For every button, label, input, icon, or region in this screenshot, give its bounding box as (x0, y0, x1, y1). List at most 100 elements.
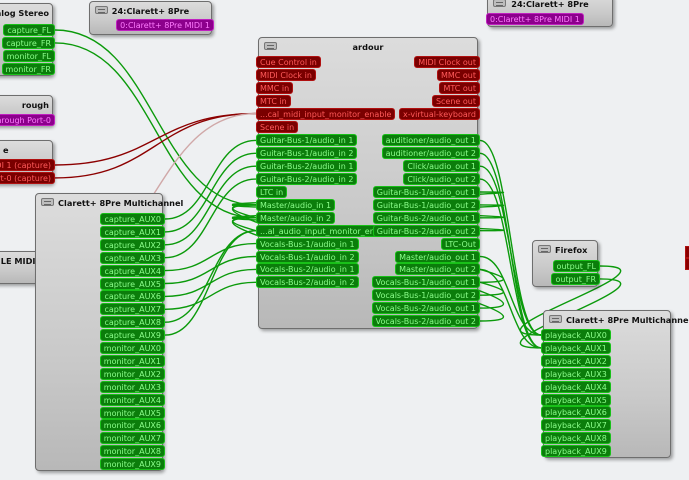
port-playback-aux5[interactable]: playback_AUX5 (541, 393, 611, 406)
port-ltc-out[interactable]: LTC-Out (441, 237, 480, 250)
port-click-audio-out-1[interactable]: Click/audio_out 1 (403, 160, 480, 173)
connection-wire[interactable] (164, 229, 257, 323)
connection-wire[interactable] (164, 268, 257, 298)
port-guitar-bus-2-audio-out-1[interactable]: Guitar-Bus-2/audio_out 1 (372, 211, 480, 224)
port-guitar-bus-1-audio-in-1[interactable]: Guitar-Bus-1/audio_in 1 (256, 134, 358, 147)
connection-wire[interactable] (54, 112, 257, 179)
port-midi-clock-out[interactable]: MIDI Clock out (414, 56, 480, 68)
port-monitor-aux9[interactable]: monitor_AUX9 (99, 458, 165, 471)
connection-wire[interactable] (164, 229, 257, 336)
port-monitor-aux3[interactable]: monitor_AUX3 (99, 380, 165, 393)
port-monitor-fr[interactable]: monitor_FR (1, 62, 55, 75)
port-capture-aux1[interactable]: capture_AUX1 (100, 225, 165, 238)
port-port-0-capture[interactable]: Port-0 (capture) (0, 171, 55, 184)
port-vocals-bus-2-audio-out-1[interactable]: Vocals-Bus-2/audio_out 1 (371, 302, 480, 315)
port-capture-aux9[interactable]: capture_AUX9 (100, 329, 165, 342)
port-monitor-aux4[interactable]: monitor_AUX4 (99, 393, 165, 406)
port-guitar-bus-1-audio-in-2[interactable]: Guitar-Bus-1/audio_in 2 (256, 147, 358, 160)
port-playback-aux4[interactable]: playback_AUX4 (541, 380, 611, 393)
port-monitor-aux8[interactable]: monitor_AUX8 (99, 445, 165, 458)
port-master-audio-in-2[interactable]: Master/audio_in 2 (256, 211, 336, 224)
port-monitor-aux0[interactable]: monitor_AUX0 (99, 342, 165, 354)
port-vocals-bus-1-audio-out-2[interactable]: Vocals-Bus-1/audio_out 2 (371, 289, 480, 302)
port-capture-aux3[interactable]: capture_AUX3 (100, 251, 165, 264)
port-master-audio-out-1[interactable]: Master/audio_out 1 (395, 250, 480, 263)
port-through-port-0[interactable]: Through Port-0 (0, 114, 55, 126)
connection-wire[interactable] (54, 42, 257, 219)
port-monitor-fl[interactable]: monitor_FL (2, 49, 55, 62)
port-playback-aux2[interactable]: playback_AUX2 (541, 354, 611, 367)
port-master-audio-out-2[interactable]: Master/audio_out 2 (395, 263, 480, 276)
port-mmc-in[interactable]: MMC in (256, 81, 294, 94)
connection-wire[interactable] (164, 152, 257, 233)
port-playback-aux9[interactable]: playback_AUX9 (541, 445, 611, 458)
port-output-fl[interactable]: output_FL (552, 260, 600, 272)
port-guitar-bus-2-audio-in-2[interactable]: Guitar-Bus-2/audio_in 2 (256, 173, 358, 186)
port-click-audio-out-2[interactable]: Click/audio_out 2 (403, 173, 480, 186)
port-midi-clock-in[interactable]: MIDI Clock in (256, 68, 316, 81)
port-capture-fr[interactable]: capture_FR (2, 36, 55, 49)
port-ltc-in[interactable]: LTC in (256, 186, 288, 198)
port-output-fr[interactable]: output_FR (551, 272, 600, 285)
port-guitar-bus-1-audio-out-1[interactable]: Guitar-Bus-1/audio_out 1 (372, 186, 480, 198)
port-capture-aux7[interactable]: capture_AUX7 (100, 303, 165, 316)
connection-wire[interactable] (164, 255, 257, 285)
port-capture-aux6[interactable]: capture_AUX6 (100, 290, 165, 303)
port-auditioner-audio-out-2[interactable]: auditioner/audio_out 2 (381, 147, 480, 160)
port-capture-aux2[interactable]: capture_AUX2 (100, 238, 165, 251)
port-vocals-bus-1-audio-out-1[interactable]: Vocals-Bus-1/audio_out 1 (371, 276, 480, 289)
port-vocals-bus-1-audio-in-2[interactable]: Vocals-Bus-1/audio_in 2 (256, 250, 359, 263)
connection-wire[interactable] (164, 178, 257, 259)
port-capture-aux8[interactable]: capture_AUX8 (100, 316, 165, 329)
port-playback-aux8[interactable]: playback_AUX8 (541, 432, 611, 445)
port-monitor-aux7[interactable]: monitor_AUX7 (99, 432, 165, 445)
port-mmc-out[interactable]: MMC out (436, 68, 480, 81)
port-playback-aux0[interactable]: playback_AUX0 (541, 329, 611, 341)
port-vocals-bus-2-audio-out-2[interactable]: Vocals-Bus-2/audio_out 2 (371, 315, 480, 327)
port-capture-aux4[interactable]: capture_AUX4 (100, 264, 165, 277)
port-scene-out[interactable]: Scene out (431, 94, 480, 107)
port-guitar-bus-2-audio-in-1[interactable]: Guitar-Bus-2/audio_in 1 (256, 160, 358, 173)
connection-wire[interactable] (54, 112, 257, 166)
port-playback-aux6[interactable]: playback_AUX6 (541, 406, 611, 419)
port-guitar-bus-2-audio-out-2[interactable]: Guitar-Bus-2/audio_out 2 (372, 224, 480, 237)
port-scene-in[interactable]: Scene in (256, 120, 299, 133)
connection-wire[interactable] (54, 29, 257, 206)
port-mtc-out[interactable]: MTC out (439, 81, 480, 94)
port-0-clarett-8pre-midi-1[interactable]: 0:Clarett+ 8Pre MIDI 1 (486, 13, 584, 25)
port-master-audio-in-1[interactable]: Master/audio_in 1 (256, 198, 336, 211)
connection-wire[interactable] (479, 139, 542, 336)
port-capture-aux5[interactable]: capture_AUX5 (100, 277, 165, 290)
port-cue-control-in[interactable]: Cue Control in (256, 56, 321, 68)
node-through[interactable]: roughThrough Port-0 (0, 95, 55, 126)
port-monitor-aux2[interactable]: monitor_AUX2 (99, 367, 165, 380)
port-playback-aux7[interactable]: playback_AUX7 (541, 419, 611, 432)
port-vocals-bus-2-audio-in-2[interactable]: Vocals-Bus-2/audio_in 2 (256, 276, 359, 289)
port-x-virtual-keyboard[interactable]: x-virtual-keyboard (399, 107, 480, 120)
port-capture-fl[interactable]: capture_FL (3, 24, 55, 36)
port-cal-midi-input-monitor-enable[interactable]: ...cal_midi_input_monitor_enable (256, 107, 396, 120)
port-playback-aux3[interactable]: playback_AUX3 (541, 367, 611, 380)
port-midi-1-capture[interactable]: MIDI 1 (capture) (0, 159, 55, 171)
connection-wire[interactable] (164, 281, 257, 310)
port-vocals-bus-2-audio-in-1[interactable]: Vocals-Bus-2/audio_in 1 (256, 263, 359, 276)
port-monitor-aux5[interactable]: monitor_AUX5 (99, 406, 165, 419)
port-monitor-aux1[interactable]: monitor_AUX1 (99, 354, 165, 367)
port-guitar-bus-1-audio-out-2[interactable]: Guitar-Bus-1/audio_out 2 (372, 198, 480, 211)
port-vocals-bus-1-audio-in-1[interactable]: Vocals-Bus-1/audio_in 1 (256, 237, 359, 250)
port-playback-aux1[interactable]: playback_AUX1 (541, 341, 611, 354)
port-0-clarett-8pre-midi-1[interactable]: 0:Clarett+ 8Pre MIDI 1 (116, 19, 214, 31)
port-mtc-in[interactable]: MTC in (256, 94, 291, 107)
port-capture-aux0[interactable]: capture_AUX0 (100, 213, 165, 225)
port-auditioner-audio-out-1[interactable]: auditioner/audio_out 1 (381, 134, 480, 147)
connection-wire[interactable] (164, 242, 257, 272)
port-monitor-aux6[interactable]: monitor_AUX6 (99, 419, 165, 432)
